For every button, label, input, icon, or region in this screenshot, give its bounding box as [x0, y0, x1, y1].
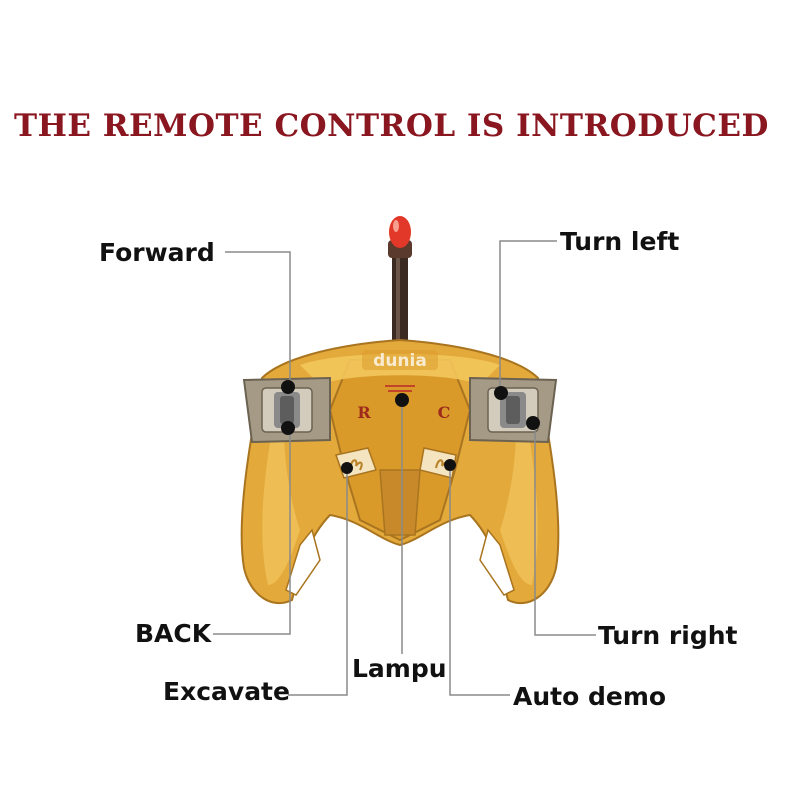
- badge-r: R: [357, 403, 371, 422]
- label-back: BACK: [135, 619, 212, 648]
- label-excavate: Excavate: [163, 677, 290, 706]
- auto-demo-dot: [444, 459, 456, 471]
- right-stick-housing: [469, 376, 558, 444]
- forward-dot: [281, 380, 295, 394]
- leader-lines: [213, 240, 596, 696]
- anchor-dots: [281, 380, 540, 474]
- back-dot: [281, 421, 295, 435]
- label-forward: Forward: [99, 238, 215, 267]
- turn-right-dot: [526, 416, 540, 430]
- label-auto-demo: Auto demo: [513, 682, 667, 711]
- lampu-dot: [395, 393, 409, 407]
- antenna-tip: [389, 216, 411, 248]
- antenna: [388, 216, 412, 345]
- label-turn-left: Turn left: [560, 227, 680, 256]
- auto-demo-button: [419, 447, 457, 479]
- label-turn-right: Turn right: [598, 621, 738, 650]
- label-lampu: Lampu: [352, 654, 447, 683]
- turn-left-dot: [494, 386, 508, 400]
- badge-c: C: [438, 403, 451, 422]
- excavate-dot: [341, 462, 353, 474]
- remote-watermark: dunia: [373, 351, 427, 371]
- left-stick-housing: [242, 376, 331, 444]
- diagram-title: THE REMOTE CONTROL IS INTRODUCED: [14, 108, 769, 144]
